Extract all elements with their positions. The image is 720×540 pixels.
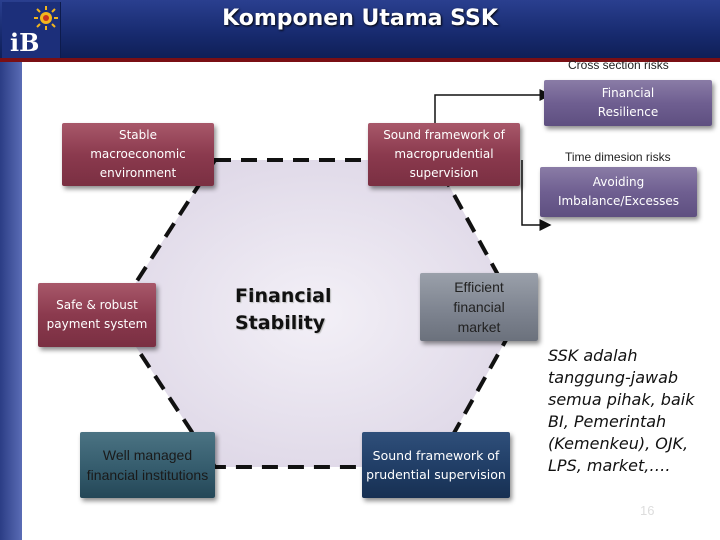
avoiding-imbalance-label: Avoiding Imbalance/Excesses [557,175,680,208]
header-divider [0,58,720,62]
payment-system-box: Safe & robust payment system [38,283,156,347]
time-dimension-risks-label: Time dimesion risks [565,150,671,164]
logo-text: iB [10,28,40,57]
macroprudential-box: Sound framework of macroprudential super… [368,123,520,186]
left-side-bar [0,62,22,540]
connector-imbalance-arrow [521,160,552,231]
macroprudential-label: Sound framework of macroprudential super… [383,128,505,180]
financial-market-box: Efficient financial market [420,273,538,341]
prudential-label: Sound framework of prudential supervisio… [366,448,506,482]
ib-logo: iB [2,2,61,58]
stable-macro-box: Stable macroeconomic environment [62,123,214,186]
prudential-box: Sound framework of prudential supervisio… [362,432,510,498]
header-bar [0,0,720,58]
financial-resilience-box: Financial Resilience [544,80,712,126]
sun-logo-icon [34,6,58,30]
slide-title: Komponen Utama SSK [222,6,498,31]
responsibility-note: SSK adalah tanggung-jawab semua pihak, b… [548,346,695,475]
institutions-label: Well managed financial institutions [86,447,209,483]
financial-stability-label: Financial Stability [235,283,345,337]
institutions-box: Well managed financial institutions [80,432,215,498]
financial-market-label: Efficient financial market [453,279,505,335]
financial-stability-text: Financial Stability [235,285,332,334]
financial-resilience-label: Financial Resilience [597,86,659,119]
avoiding-imbalance-box: Avoiding Imbalance/Excesses [540,167,697,217]
cross-section-risks-label: Cross section risks [568,58,669,72]
page-number: 16 [640,503,655,518]
payment-system-label: Safe & robust payment system [46,298,148,331]
stable-macro-label: Stable macroeconomic environment [90,128,186,180]
